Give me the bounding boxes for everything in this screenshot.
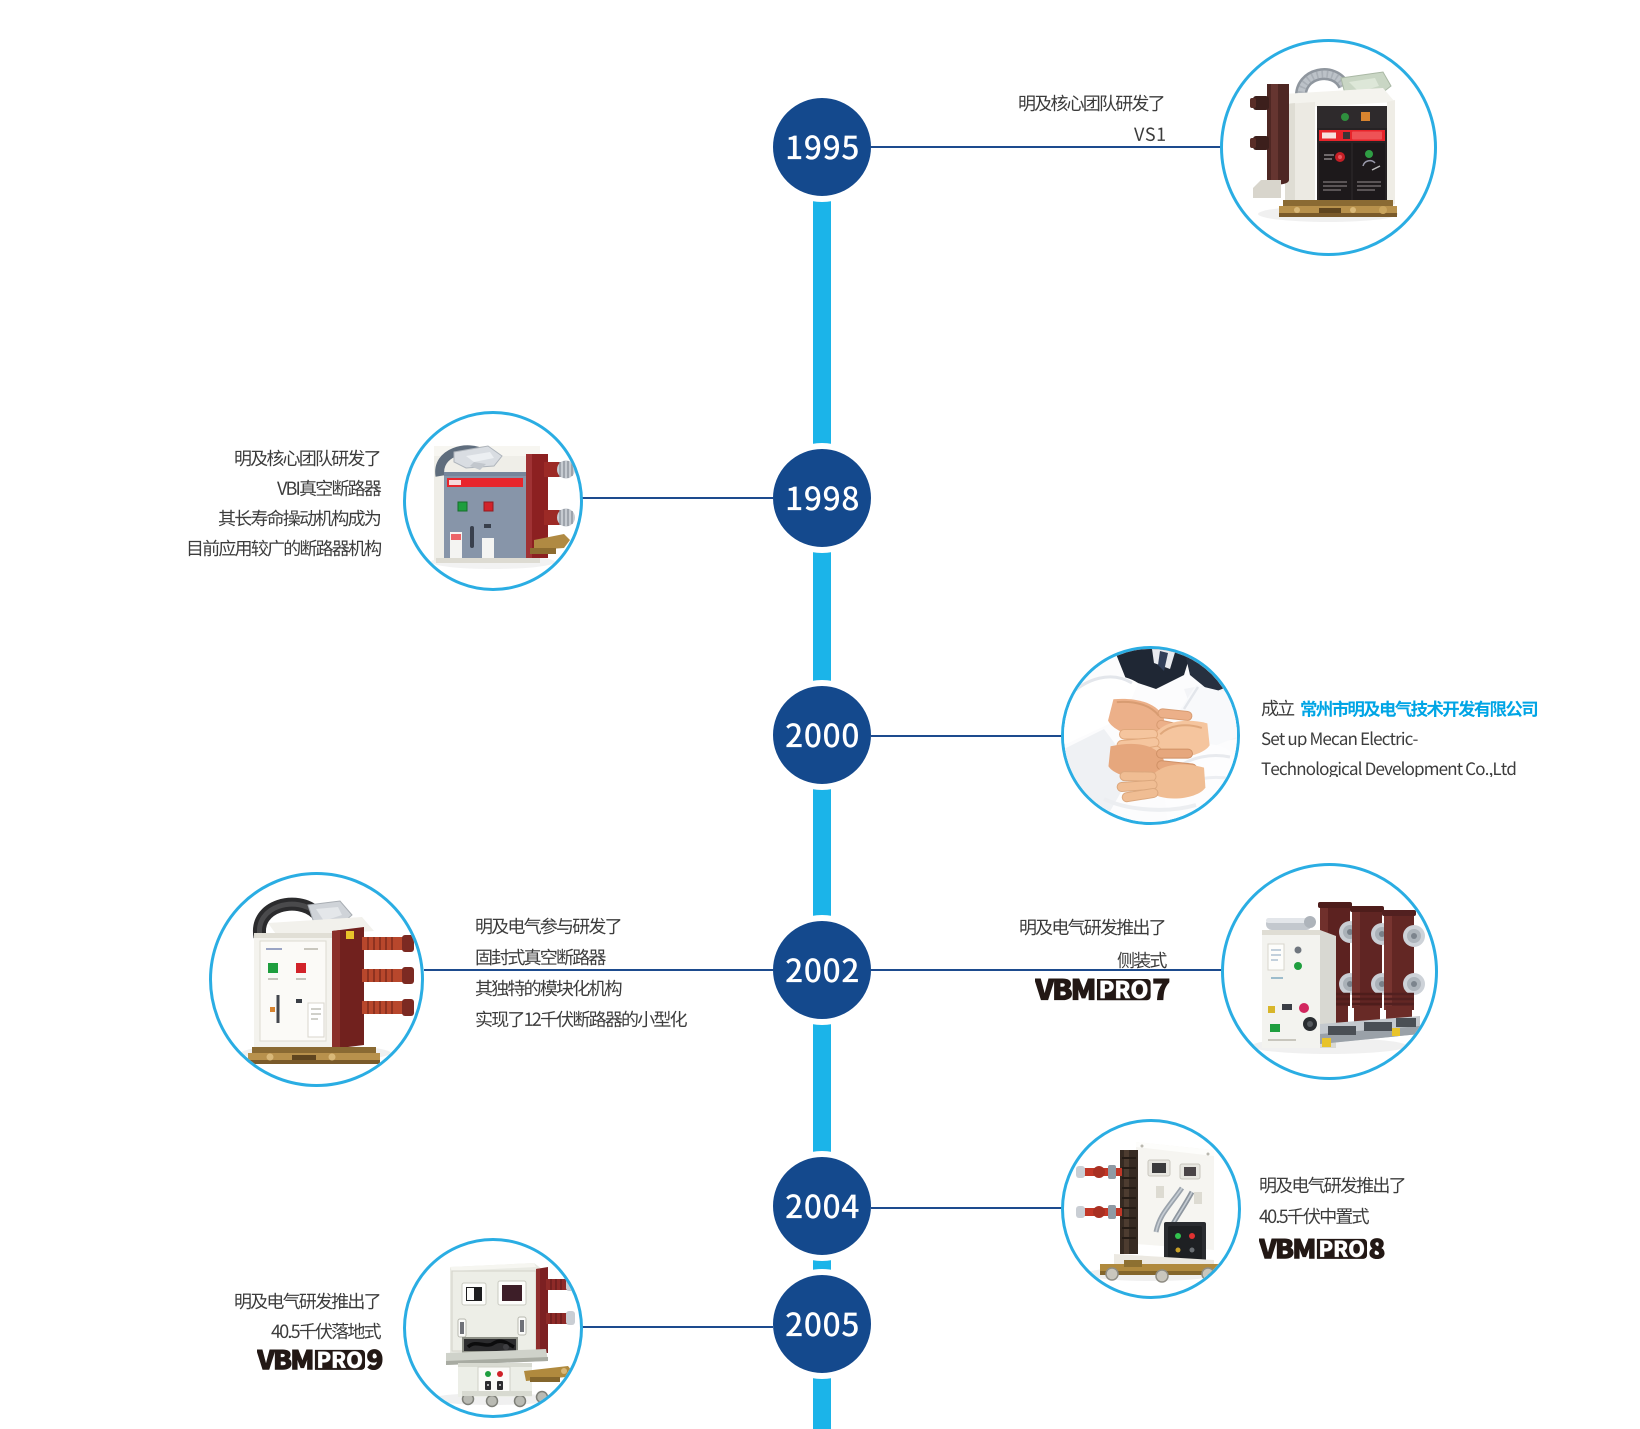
vbmpro9-logo [256,1348,383,1370]
team-hands-illustration [1063,648,1237,822]
milestone-2005-line2 [271,1322,382,1340]
embedded-pole-breaker-illustration [212,875,421,1084]
milestone-1998-line3 [218,509,382,527]
connector-2004 [871,1207,1062,1209]
vbmpro7-logo [1034,978,1170,1001]
year-circle-2004 [767,1151,877,1261]
year-circle-1998 [767,443,877,553]
connector-2002-right [871,969,1222,971]
connector-2002-left [424,969,773,971]
milestone-2002-left-line4 [475,1010,688,1028]
vbmpro8-logo [1259,1237,1385,1259]
connector-2005 [582,1326,773,1328]
year-label-1998 [785,482,860,514]
year-label-2005 [785,1308,860,1340]
vs1-breaker-illustration [1223,42,1434,253]
milestone-1998-line1 [234,449,382,467]
milestone-1998-line4 [186,539,382,557]
milestone-2004-line2 [1259,1207,1370,1225]
year-label-2002 [785,954,860,986]
milestone-2000-line3 [1261,760,1517,777]
image-circle-2004 [1061,1119,1241,1299]
year-label-2000 [785,719,860,751]
image-circle-2000 [1060,645,1240,825]
image-circle-2005 [403,1238,583,1418]
image-circle-1998 [403,411,583,591]
milestone-2000-line1 [1261,699,1539,717]
milestone-2000-line2 [1261,730,1418,747]
year-label-2004 [785,1190,860,1222]
image-circle-2002-left [208,871,424,1087]
milestone-2000-prefix [1261,699,1295,717]
milestone-2000-company-name [1300,699,1539,718]
milestone-2002-left-line1 [475,917,623,935]
milestone-2002-right-line2 [1117,951,1167,969]
milestone-2004-line1 [1259,1176,1407,1194]
vbi-breaker-illustration [406,414,580,588]
milestone-2002-left-line2 [475,948,606,966]
milestone-1995-line1 [1018,94,1166,112]
milestone-2002-left-line3 [475,979,623,997]
year-circle-2000 [767,680,877,790]
year-label-1995 [785,131,860,163]
floor-standing-breaker-illustration [406,1241,580,1415]
image-circle-2002-right [1220,862,1438,1080]
milestone-1995-line2 [1133,125,1166,143]
middle-mounted-breaker-illustration [1064,1122,1238,1296]
year-circle-1995 [767,92,877,202]
year-circle-2002 [767,915,877,1025]
milestone-2005-line1 [234,1292,382,1310]
connector-2000 [871,735,1062,737]
year-circle-2005 [767,1269,877,1379]
image-circle-1995 [1219,38,1437,256]
connector-1998 [582,497,773,499]
side-mounted-breaker-illustration [1224,866,1435,1077]
milestone-2002-right-line1 [1019,918,1167,936]
milestone-1998-line2 [277,479,382,497]
connector-1995 [871,146,1222,148]
